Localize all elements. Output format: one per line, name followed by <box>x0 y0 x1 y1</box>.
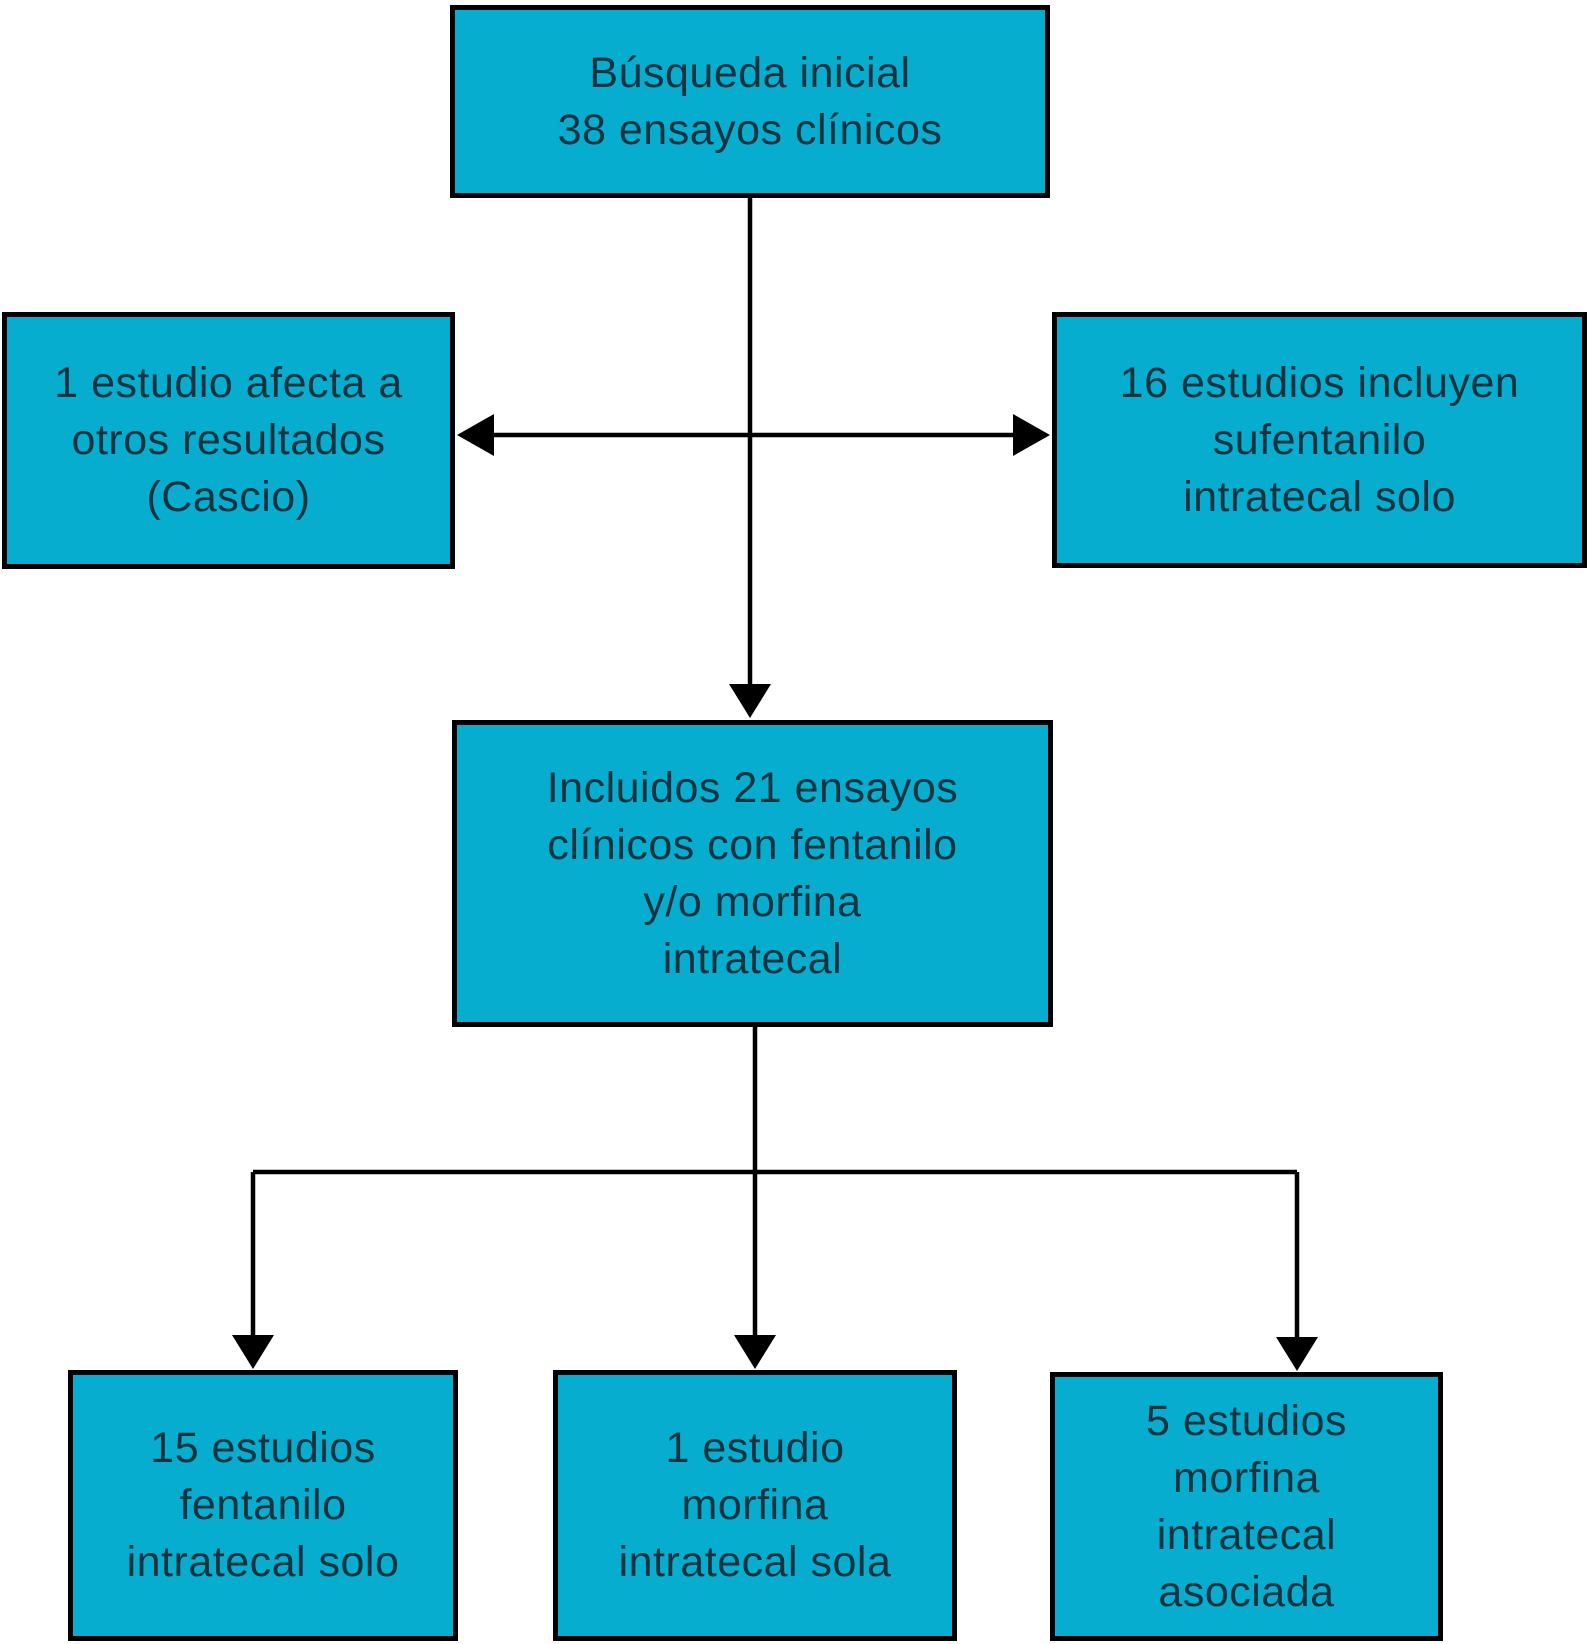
node-text-line: asociada <box>1158 1567 1335 1616</box>
node-text-line: clínicos con fentanilo <box>547 820 958 869</box>
node-text-line: Incluidos 21 ensayos <box>546 763 959 812</box>
node-text-line: intratecal <box>662 934 843 983</box>
node-text-line: intratecal solo <box>126 1538 400 1586</box>
node-text-line: 1 estudio <box>665 1424 845 1472</box>
node-text-line: 15 estudios <box>150 1424 376 1472</box>
node-text-line: y/o morfina <box>643 877 862 926</box>
node-fentanyl-only: 15 estudios fentanilo intratecal solo <box>68 1370 458 1641</box>
node-text-line: 38 ensayos clínicos <box>557 105 943 154</box>
node-text-line: intratecal sola <box>618 1538 892 1586</box>
node-initial-search: Búsqueda inicial 38 ensayos clínicos <box>450 5 1050 198</box>
node-text-line: morfina <box>1173 1453 1320 1502</box>
arrow-branch-to-morphine-associated <box>1276 1172 1318 1371</box>
arrow-exclusions-both-sides <box>457 414 1050 456</box>
node-text-line: 5 estudios <box>1145 1396 1348 1445</box>
node-text-line: otros resultados <box>71 416 386 464</box>
node-text-line: Búsqueda inicial <box>589 48 911 97</box>
node-text-line: fentanilo <box>179 1481 347 1529</box>
node-text-line: 1 estudio afecta a <box>54 359 403 407</box>
node-text-line: sufentanilo <box>1212 415 1427 464</box>
node-included-trials: Incluidos 21 ensayos clínicos con fentan… <box>452 720 1053 1027</box>
node-text-line: 16 estudios incluyen <box>1119 358 1520 407</box>
arrow-initial-to-included <box>729 197 771 718</box>
arrow-branch-to-fentanyl-only <box>232 1172 274 1369</box>
node-excluded-other-results: 1 estudio afecta a otros resultados (Cas… <box>2 312 455 569</box>
node-text-line: intratecal <box>1156 1510 1337 1559</box>
node-text-line: morfina <box>681 1481 829 1529</box>
node-text-line: intratecal solo <box>1183 472 1456 521</box>
node-excluded-sufentanil: 16 estudios incluyen sufentanilo intrate… <box>1052 312 1587 568</box>
node-text-line: (Cascio) <box>146 473 311 521</box>
node-morphine-associated: 5 estudios morfina intratecal asociada <box>1050 1372 1443 1641</box>
node-morphine-only: 1 estudio morfina intratecal sola <box>553 1370 957 1641</box>
arrow-included-to-morphine-only <box>734 1027 776 1369</box>
